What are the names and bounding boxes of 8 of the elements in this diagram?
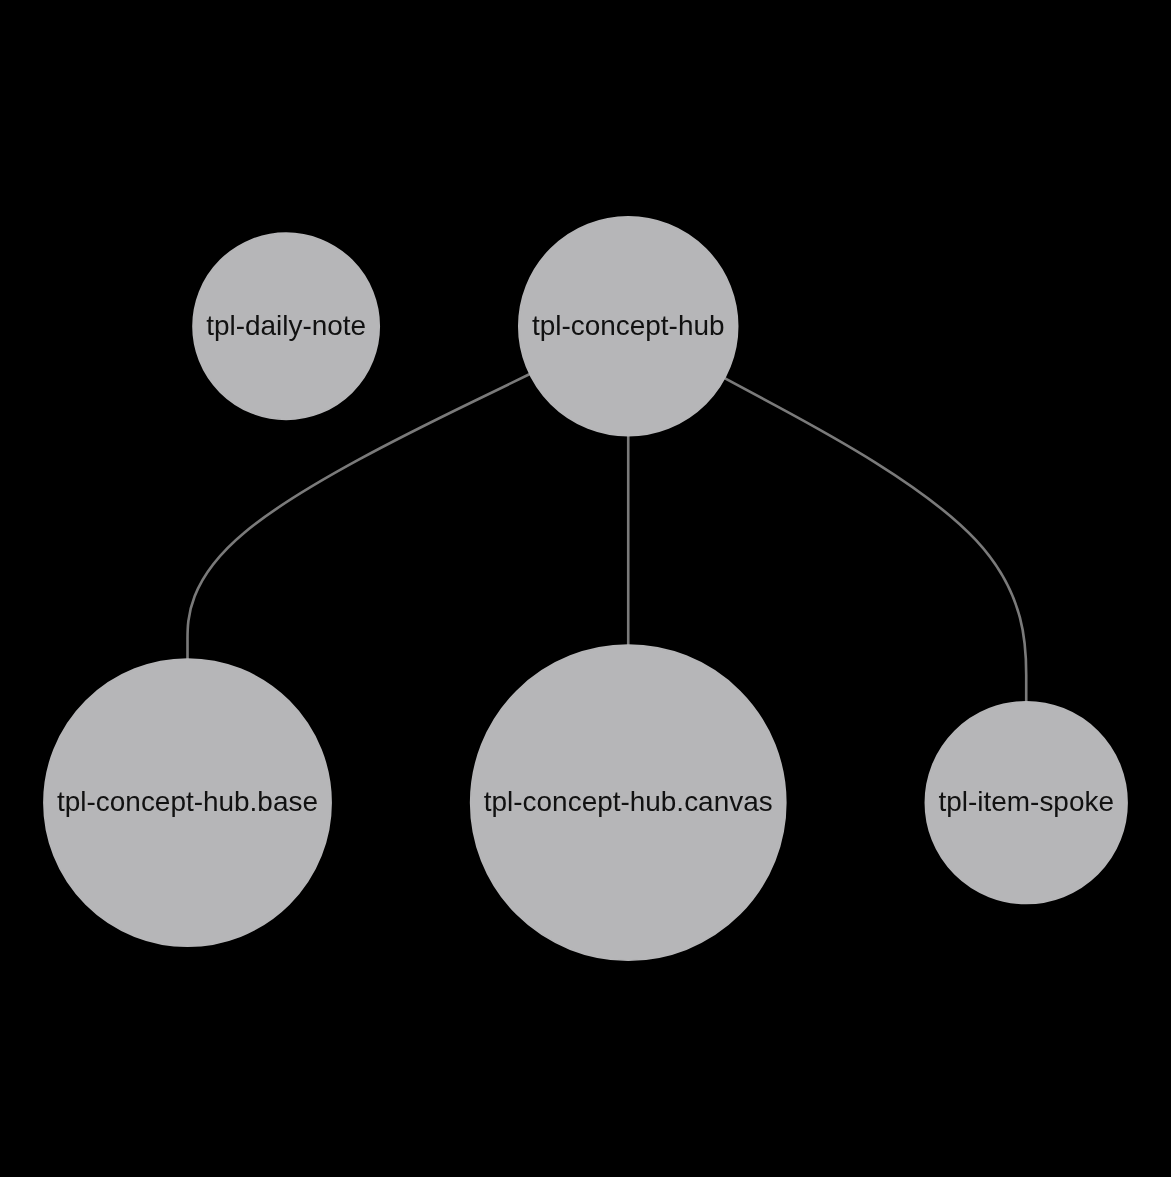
connector [186,372,531,660]
node-circle: tpl-concept-hub.canvas [469,644,787,961]
node-circle: tpl-daily-note [192,232,381,421]
node-circle: tpl-item-spoke [924,700,1128,905]
connector [626,435,630,646]
node-circle: tpl-concept-hub [518,216,739,437]
connector [723,376,1028,702]
node-circle: tpl-concept-hub.base [43,658,332,948]
